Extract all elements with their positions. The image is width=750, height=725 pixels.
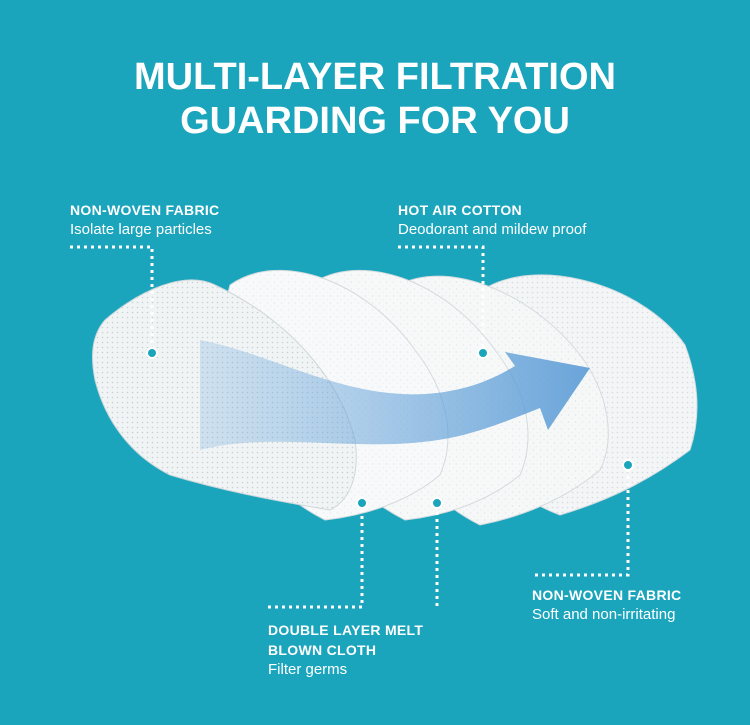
endpoint-dot bbox=[622, 459, 634, 471]
label-description: Isolate large particles bbox=[70, 221, 212, 238]
flow-arrow bbox=[200, 340, 590, 450]
endpoint-dot bbox=[146, 347, 158, 359]
label-nonwoven-inner: NON-WOVEN FABRIC Soft and non-irritating bbox=[532, 585, 681, 625]
endpoint-dot bbox=[477, 347, 489, 359]
headline-line-2: GUARDING FOR YOU bbox=[180, 100, 570, 142]
leader-lines bbox=[70, 245, 630, 609]
label-description: Deodorant and mildew proof bbox=[398, 221, 587, 238]
label-heading: HOT AIR COTTON bbox=[398, 202, 522, 218]
label-heading: NON-WOVEN FABRIC bbox=[532, 587, 682, 603]
endpoint-dot bbox=[431, 497, 443, 509]
label-heading-line-1: DOUBLE LAYER MELT bbox=[268, 622, 424, 638]
headline: MULTI-LAYER FILTRATION GUARDING FOR YOU bbox=[0, 55, 750, 143]
headline-line-1: MULTI-LAYER FILTRATION bbox=[134, 56, 616, 98]
endpoint-dot bbox=[356, 497, 368, 509]
label-hot-air-cotton: HOT AIR COTTON Deodorant and mildew proo… bbox=[398, 200, 586, 240]
label-nonwoven-outer: NON-WOVEN FABRIC Isolate large particles bbox=[70, 200, 219, 240]
label-description: Soft and non-irritating bbox=[532, 606, 676, 623]
label-heading: NON-WOVEN FABRIC bbox=[70, 202, 220, 218]
leader-endpoints bbox=[146, 347, 634, 509]
label-description: Filter germs bbox=[268, 661, 348, 678]
label-melt-blown: DOUBLE LAYER MELT BLOWN CLOTH Filter ger… bbox=[268, 620, 423, 680]
label-heading-line-2: BLOWN CLOTH bbox=[268, 642, 377, 658]
